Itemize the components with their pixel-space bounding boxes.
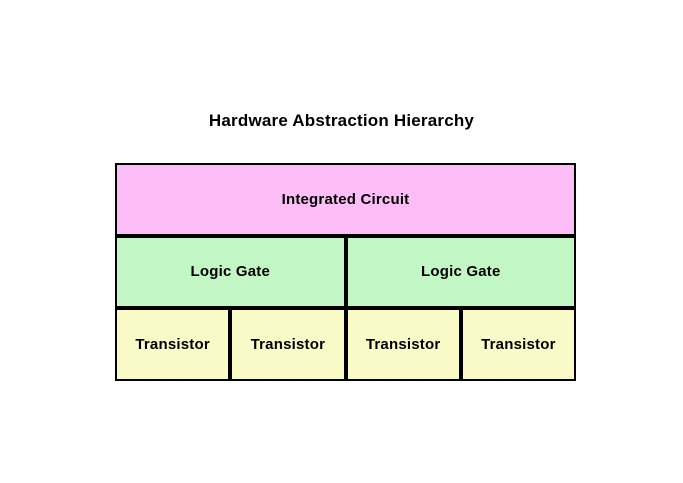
hierarchy-diagram: Integrated Circuit Logic Gate Logic Gate…	[115, 163, 576, 381]
node-logic-gate-1: Logic Gate	[115, 235, 346, 309]
node-transistor-2: Transistor	[230, 308, 346, 381]
node-logic-gate-2: Logic Gate	[345, 235, 576, 309]
node-transistor-4: Transistor	[460, 308, 576, 381]
node-integrated-circuit: Integrated Circuit	[115, 163, 576, 236]
node-transistor-3: Transistor	[345, 308, 461, 381]
diagram-title: Hardware Abstraction Hierarchy	[208, 111, 475, 130]
node-transistor-1: Transistor	[115, 308, 231, 381]
